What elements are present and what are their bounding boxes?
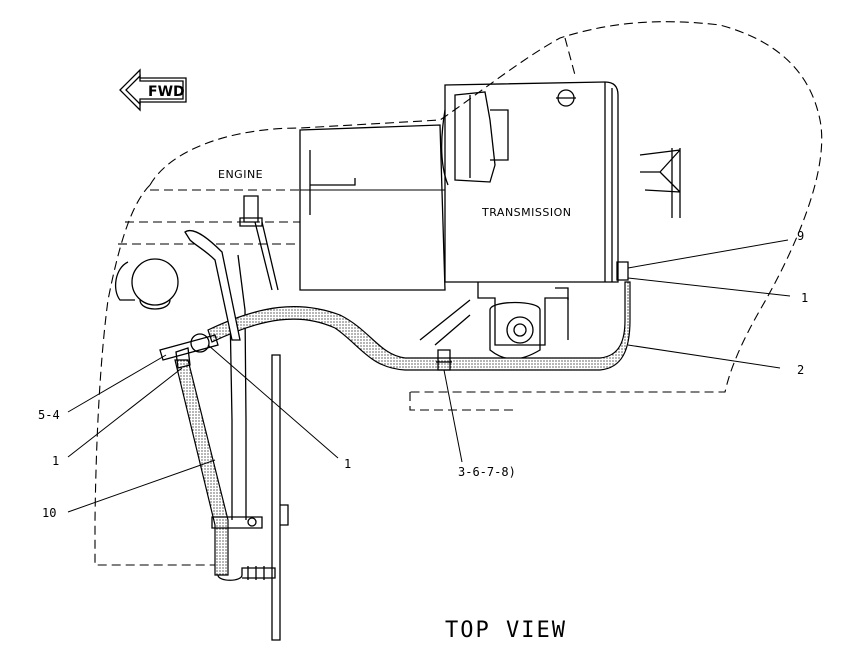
callout-3-6-7-8: 3-6-7-8) — [458, 465, 516, 479]
transmission-block: TRANSMISSION — [440, 81, 681, 283]
leader-lines — [67, 239, 791, 513]
callout-1-right: 1 — [801, 291, 808, 305]
callout-2: 2 — [797, 363, 804, 377]
callout-labels: 9 1 2 3-6-7-8) 1 5-4 1 10 — [38, 229, 808, 520]
engine-block: ENGINE — [218, 124, 446, 291]
callout-5-4: 5-4 — [38, 408, 60, 422]
left-components — [114, 221, 279, 520]
transmission-label: TRANSMISSION — [481, 206, 571, 219]
fwd-label: FWD — [148, 84, 185, 100]
view-title: TOP VIEW — [445, 618, 567, 643]
callout-10: 10 — [42, 506, 56, 520]
lower-housing — [419, 282, 569, 360]
callout-1-left: 1 — [52, 454, 59, 468]
callout-9: 9 — [797, 229, 804, 243]
fittings — [159, 195, 629, 371]
callout-1-center: 1 — [344, 457, 351, 471]
mounting-plate — [271, 354, 289, 641]
engine-label: ENGINE — [218, 168, 263, 181]
hose-assembly — [174, 229, 631, 581]
machine-outline — [94, 21, 823, 566]
fwd-arrow: FWD — [119, 68, 187, 112]
